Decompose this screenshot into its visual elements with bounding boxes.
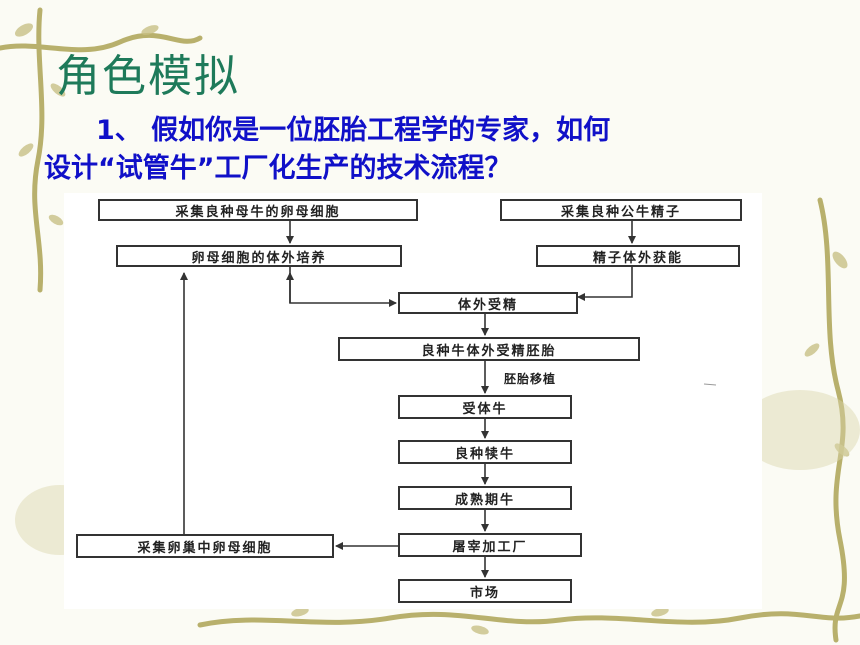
node-mature: 成熟期牛 <box>398 486 572 510</box>
question-line-2: 设计“试管牛”工厂化生产的技术流程？ <box>44 153 512 184</box>
node-calf: 良种犊牛 <box>398 440 572 464</box>
node-collect-sperm: 采集良种公牛精子 <box>500 199 742 221</box>
node-market: 市场 <box>398 579 572 603</box>
bottom-vine <box>197 611 860 628</box>
flowchart-connectors <box>180 221 717 578</box>
node-recipient: 受体牛 <box>398 395 572 419</box>
question-line-1: 1、 假如你是一位胚胎工程学的专家，如何 <box>96 115 611 146</box>
arrow-culture-to-ivf <box>289 267 397 307</box>
node-embryo: 良种牛体外受精胚胎 <box>338 337 640 361</box>
top-vine <box>0 32 203 53</box>
scan-mark <box>703 383 717 386</box>
node-oocyte-culture: 卵母细胞的体外培养 <box>116 245 402 267</box>
slide-title: 角色模拟 <box>56 51 240 102</box>
node-sperm-capacitation: 精子体外获能 <box>536 245 740 267</box>
edge-label-embryo-transfer: 胚胎移植 <box>504 372 557 386</box>
node-ovary-oocyte: 采集卵巢中卵母细胞 <box>76 534 334 558</box>
arrow-capacitation-to-ivf <box>577 267 633 301</box>
node-collect-oocyte: 采集良种母牛的卵母细胞 <box>98 199 418 221</box>
question-text: 1、 假如你是一位胚胎工程学的专家，如何 设计“试管牛”工厂化生产的技术流程？ <box>44 112 764 188</box>
node-ivf: 体外受精 <box>398 292 578 314</box>
flowchart-panel: 采集良种母牛的卵母细胞 采集良种公牛精子 卵母细胞的体外培养 精子体外获能 体外… <box>64 193 762 609</box>
node-slaughter: 屠宰加工厂 <box>398 533 582 557</box>
left-vine <box>32 7 45 293</box>
